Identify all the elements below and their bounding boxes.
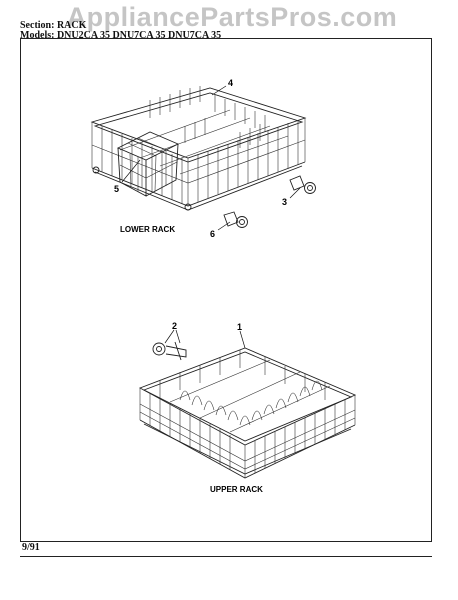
- footer-rule: [20, 556, 432, 557]
- upper-rack-roller-drawing: [152, 341, 187, 361]
- callout-leaders: [121, 85, 301, 349]
- revision-date: 9/91: [22, 542, 40, 553]
- callout-1: 1: [237, 322, 242, 332]
- models-line: Models: DNU2CA 35 DNU7CA 35 DNU7CA 35: [20, 30, 222, 41]
- diagram-frame: [20, 38, 432, 542]
- watermark: AppliancePartsPros.com: [66, 2, 398, 32]
- lower-rack-roller-3-drawing: [289, 175, 316, 194]
- callout-3: 3: [282, 197, 287, 207]
- section-title: Section: RACK: [20, 20, 87, 31]
- lower-rack-label: LOWER RACK: [120, 225, 175, 234]
- lower-rack-drawing: [90, 86, 307, 211]
- silverware-basket-drawing: [116, 131, 180, 197]
- callout-6: 6: [210, 229, 215, 239]
- callout-2: 2: [172, 321, 177, 331]
- callout-5: 5: [114, 184, 119, 194]
- lower-rack-roller-6-drawing: [223, 211, 248, 228]
- upper-rack-label: UPPER RACK: [210, 485, 263, 494]
- callout-4: 4: [228, 78, 233, 88]
- upper-rack-drawing: [138, 347, 357, 479]
